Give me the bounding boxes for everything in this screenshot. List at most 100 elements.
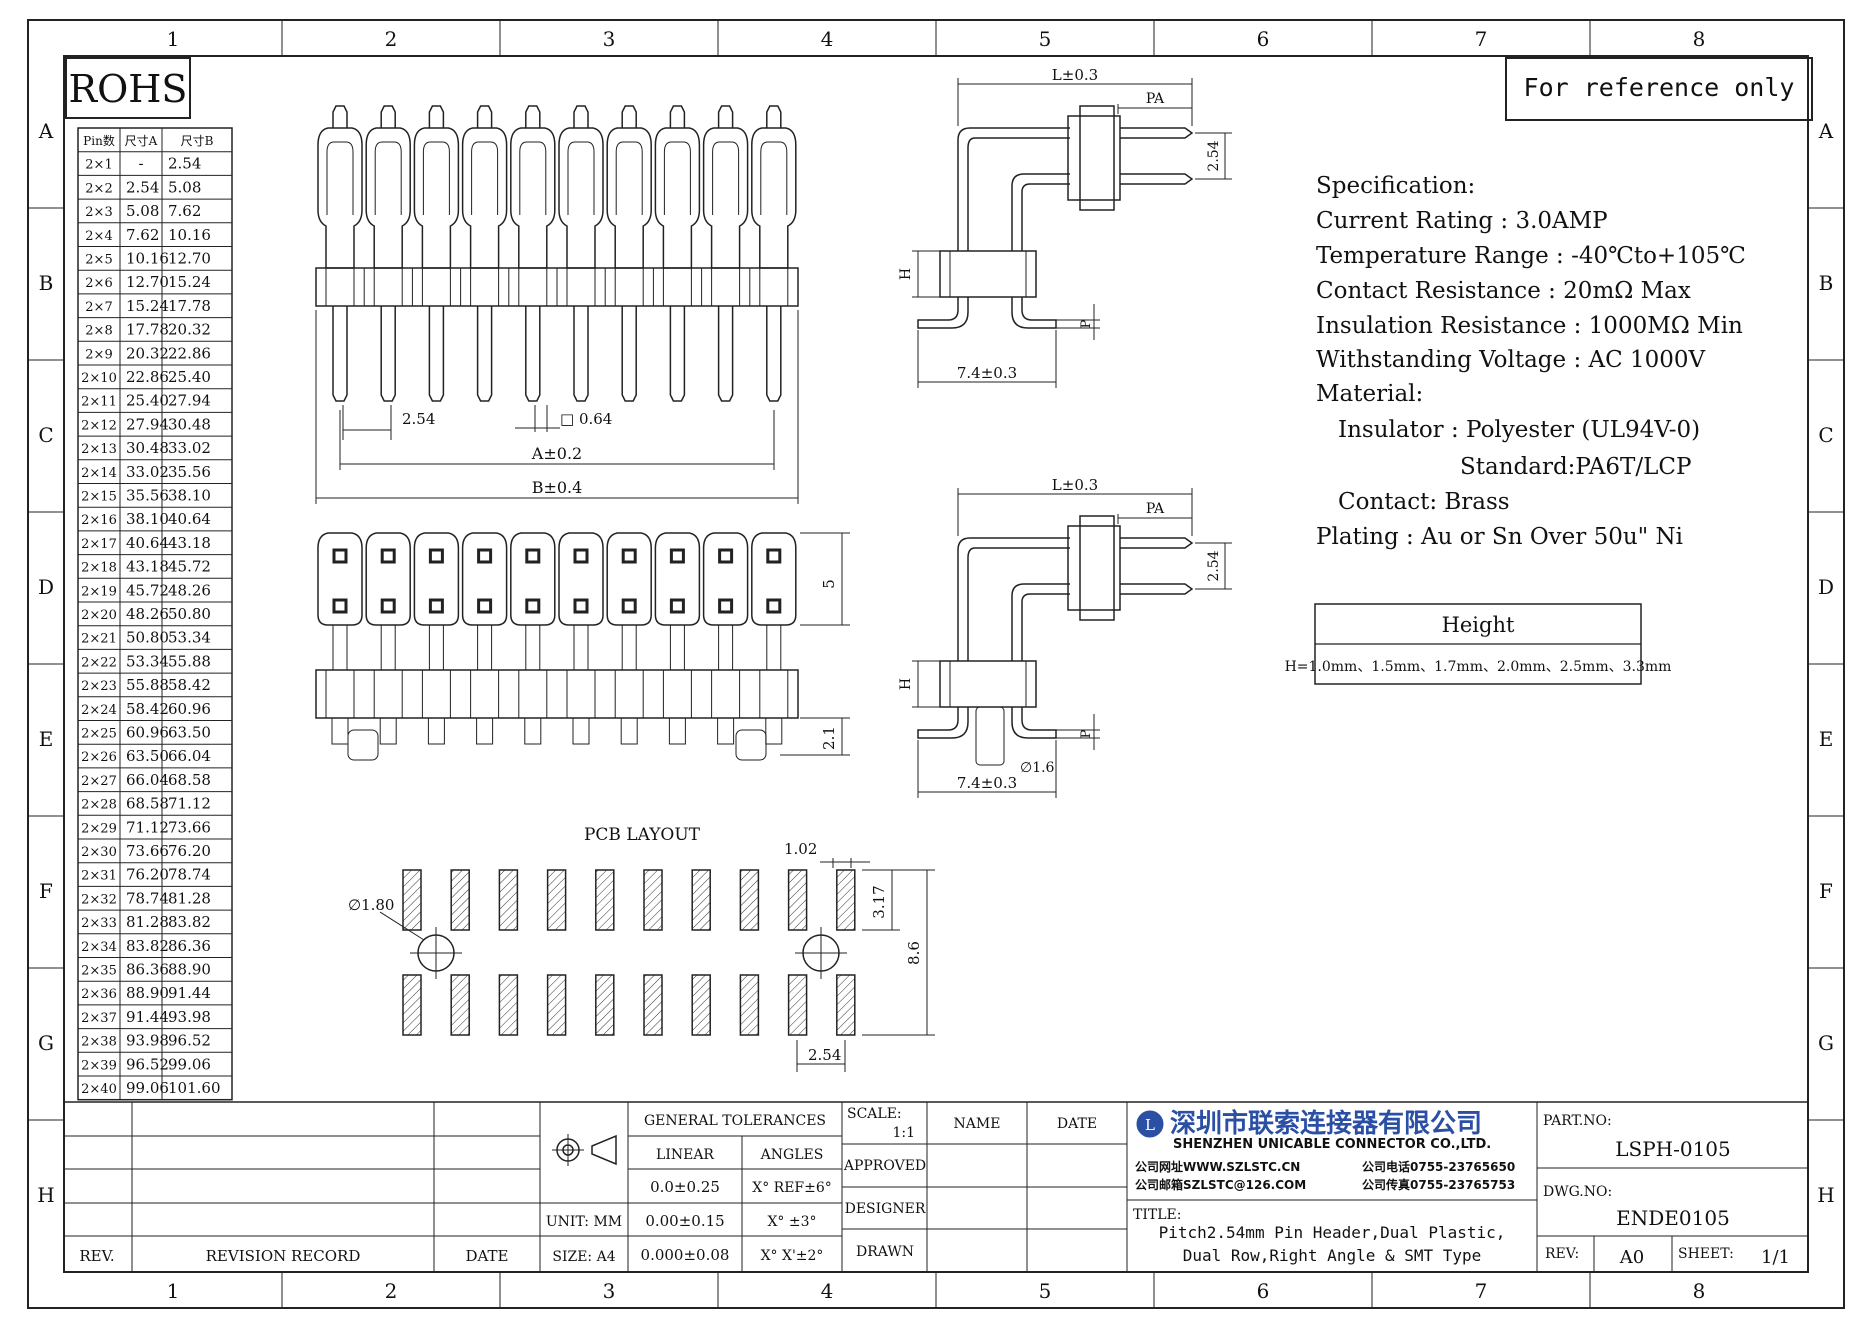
table-cell-b: 93.98	[168, 1008, 211, 1026]
revision-value: A0	[1619, 1247, 1644, 1268]
height-values: H=1.0mm、1.5mm、1.7mm、2.0mm、2.5mm、3.3mm	[1285, 659, 1672, 675]
dim-b-label: B±0.4	[532, 478, 583, 497]
table-cell-b: 15.24	[168, 273, 211, 291]
lower-pin	[380, 306, 396, 402]
contact-inner	[760, 141, 788, 215]
pin-square-upper	[525, 548, 541, 564]
contact-inner	[326, 141, 354, 215]
table-header-cell: 尺寸A	[125, 134, 158, 148]
top-contact	[558, 532, 604, 626]
pin-tip	[380, 105, 396, 128]
pin-tip	[669, 105, 686, 128]
zone-row-label: A	[1818, 119, 1834, 143]
company-website: 公司网址WWW.SZLSTC.CN	[1135, 1159, 1300, 1174]
general-tolerances-label: GENERAL TOLERANCES	[644, 1113, 826, 1129]
contact-inner	[422, 141, 450, 215]
table-cell-pins: 2×19	[81, 584, 117, 599]
lower-pin	[428, 306, 445, 402]
spec-heading: Specification:	[1316, 173, 1475, 199]
table-cell-b: 17.78	[168, 297, 211, 315]
table-cell-pins: 2×38	[81, 1035, 117, 1050]
table-cell-b: 66.04	[168, 747, 211, 765]
pin-square-upper	[669, 548, 685, 564]
title-label: TITLE:	[1133, 1207, 1181, 1223]
unit-label: UNIT: MM	[546, 1214, 622, 1230]
pin-tip	[332, 105, 348, 128]
pin-square-lower	[718, 598, 734, 614]
zone-column-label: 2	[385, 27, 398, 51]
table-cell-b: 86.36	[168, 937, 211, 955]
pcb-pad-upper	[739, 869, 760, 931]
company-fax: 公司传真0755-23765753	[1362, 1177, 1515, 1192]
dim-p-label: P	[1079, 319, 1094, 328]
zone-column-label: 8	[1693, 27, 1706, 51]
top-slot	[421, 669, 451, 719]
drawn-label: DRAWN	[856, 1244, 914, 1260]
table-cell-pins: 2×7	[85, 300, 112, 315]
table-cell-b: 99.06	[168, 1055, 211, 1073]
zone-column-label: 1	[167, 1279, 180, 1303]
zone-row-label: H	[37, 1183, 54, 1207]
spec-insulation: Insulation Resistance : 1000MΩ Min	[1316, 313, 1743, 339]
company-phone: 公司电话0755-23765650	[1362, 1159, 1515, 1174]
table-cell-b: 2.54	[168, 155, 201, 173]
dim-h-label: H	[898, 268, 914, 280]
pin-tip	[476, 105, 493, 128]
table-cell-b: 7.62	[168, 202, 201, 220]
upper-contact	[461, 127, 508, 269]
table-cell-a: 60.96	[126, 724, 169, 742]
table-cell-a: 81.28	[126, 913, 169, 931]
height-title: Height	[1442, 613, 1515, 637]
upper-contact	[702, 127, 749, 269]
rev-no-label: REV:	[1545, 1246, 1579, 1262]
top-contact	[413, 532, 460, 626]
smt-foot	[524, 717, 542, 745]
zone-row-label: E	[39, 727, 54, 751]
dim-a-label: A±0.2	[531, 444, 582, 463]
reference-box	[1505, 57, 1813, 121]
table-cell-a: 50.80	[126, 629, 169, 647]
table-cell-pins: 2×20	[81, 608, 117, 623]
pcb-pad-upper	[643, 869, 663, 931]
smt-foot	[379, 717, 397, 745]
part-no-label: PART.NO:	[1543, 1113, 1612, 1129]
upper-contact	[510, 127, 556, 269]
top-contact	[751, 532, 797, 626]
table-cell-a: 43.18	[126, 558, 169, 576]
table-cell-pins: 2×32	[81, 892, 117, 907]
pin-square-lower	[669, 598, 685, 614]
upper-contact	[558, 127, 604, 269]
pcb-pad-lower	[739, 974, 760, 1036]
zone-column-label: 6	[1257, 1279, 1270, 1303]
top-slot	[662, 669, 692, 719]
table-cell-b: 38.10	[168, 487, 211, 505]
table-cell-pins: 2×28	[81, 798, 117, 813]
zone-column-label: 3	[603, 1279, 616, 1303]
drawing-title-line1: Pitch2.54mm Pin Header,Dual Plastic,	[1159, 1223, 1506, 1242]
zone-row-label: H	[1817, 1183, 1834, 1207]
table-cell-b: 40.64	[168, 510, 211, 528]
table-cell-a: 55.88	[126, 676, 169, 694]
pcb-pad-upper	[450, 869, 470, 931]
zone-column-label: 8	[1693, 1279, 1706, 1303]
spec-temperature: Temperature Range : -40℃to+105℃	[1316, 243, 1746, 269]
table-cell-a: 91.44	[126, 1008, 169, 1026]
pin-square-upper	[428, 548, 444, 564]
top-insulator	[315, 669, 799, 719]
table-cell-a: 12.70	[126, 273, 169, 291]
lower-pin	[573, 306, 589, 402]
table-cell-pins: 2×3	[85, 205, 112, 220]
insulator-slot	[614, 267, 644, 307]
top-slot	[759, 669, 789, 719]
pin-tip	[428, 105, 445, 128]
insulator-slot	[325, 267, 355, 307]
company-logo-icon	[1136, 1110, 1164, 1138]
insulator-slot	[759, 267, 789, 307]
table-cell-pins: 2×6	[85, 276, 112, 291]
table-cell-b: 10.16	[168, 226, 211, 244]
pin-square-lower	[477, 598, 493, 614]
table-cell-a: 38.10	[126, 510, 169, 528]
zone-row-label: E	[1819, 727, 1834, 751]
